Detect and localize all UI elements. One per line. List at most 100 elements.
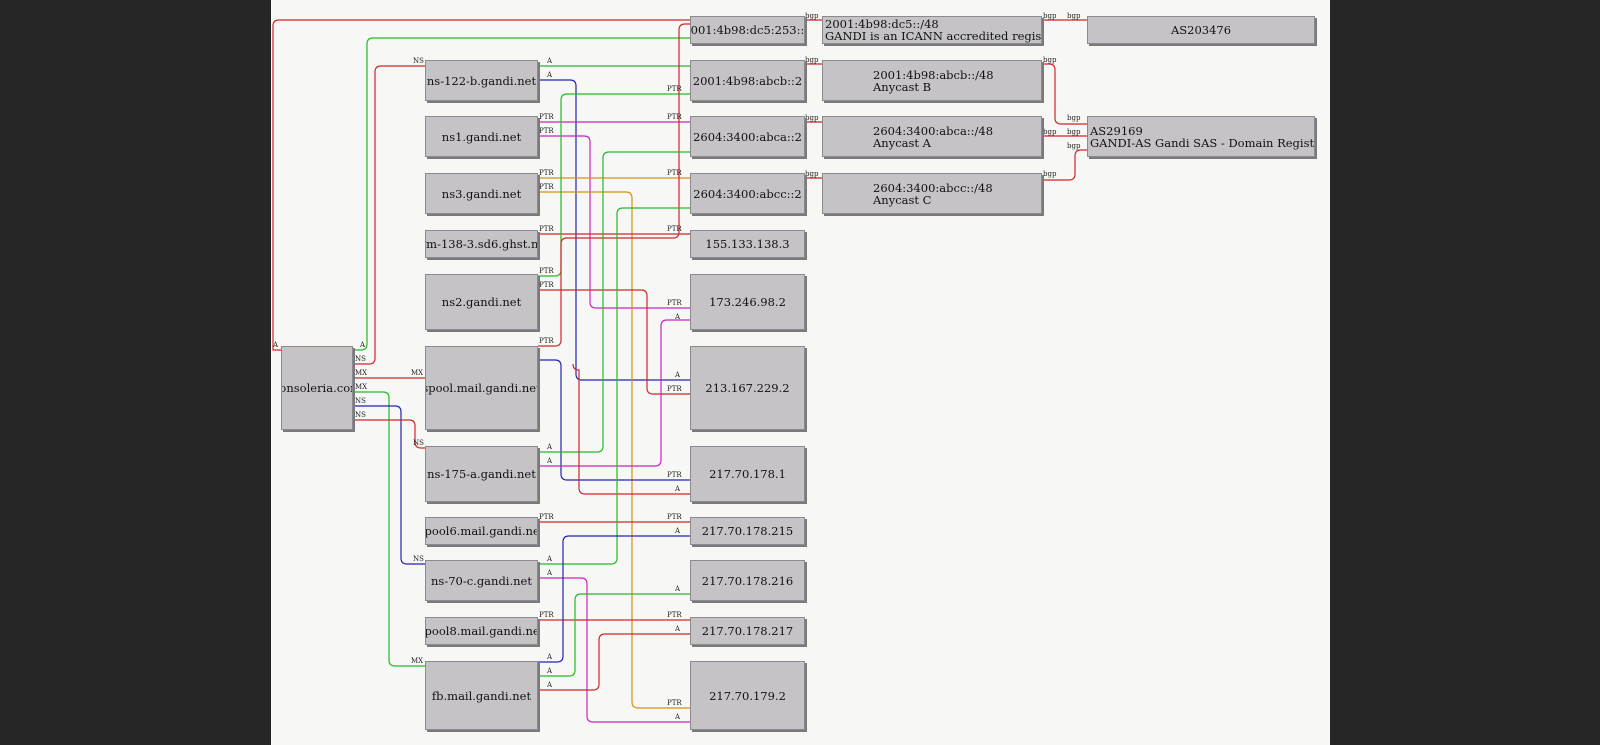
- label-ptr: PTR: [539, 267, 554, 275]
- node-ip-2604-3400-abcc-2[interactable]: 2604:3400:abcc::2: [690, 173, 805, 214]
- node-ns-70-c[interactable]: ns-70-c.gandi.net: [425, 560, 538, 601]
- node-label: 2604:3400:abca::/48: [873, 123, 994, 138]
- edge-ns175a-a-abca: [538, 151, 690, 453]
- label-a: A: [675, 713, 681, 721]
- node-spool-mail[interactable]: spool.mail.gandi.net: [425, 346, 538, 430]
- label-ptr: PTR: [539, 513, 554, 521]
- dns-graph-canvas: A A NS MX MX NS NS NS MX NS NS MX A A PT…: [271, 0, 1330, 745]
- edge-consoleria-mx-fb: [353, 391, 425, 667]
- node-spool8-mail[interactable]: spool8.mail.gandi.net: [425, 617, 538, 645]
- label-ns: NS: [355, 411, 366, 419]
- label-a: A: [675, 485, 681, 493]
- node-label: xvm-138-3.sd6.ghst.net: [426, 237, 538, 251]
- label-ns: NS: [355, 397, 366, 405]
- node-consoleria-com[interactable]: consoleria.com: [281, 346, 353, 430]
- edge-consoleria-a-ip-dc5: [272, 19, 690, 351]
- node-as29169[interactable]: AS29169 GANDI-AS Gandi SAS - Domain Regi…: [1087, 116, 1315, 157]
- node-prefix-2001-4b98-abcb[interactable]: 2001:4b98:abcb::/48 Anycast B: [822, 60, 1042, 101]
- label-ptr: PTR: [539, 127, 554, 135]
- label-a: A: [547, 569, 553, 577]
- node-label: 2604:3400:abcc::2: [693, 186, 802, 201]
- node-ns1[interactable]: ns1.gandi.net: [425, 116, 538, 157]
- node-label: spool6.mail.gandi.net: [425, 524, 537, 538]
- node-ip-155-133-138-3[interactable]: 155.133.138.3: [690, 230, 805, 258]
- label-a: A: [547, 71, 553, 79]
- node-prefix-2001-4b98-dc5[interactable]: 2001:4b98:dc5::/48 GANDI is an ICANN acc…: [822, 16, 1042, 44]
- label-mx: MX: [355, 383, 368, 391]
- edge-consoleria-ns-ns70c: [353, 405, 425, 565]
- label-bgp: bgp: [805, 114, 819, 122]
- node-label: 2001:4b98:dc5::/48: [825, 17, 939, 31]
- node-as203476[interactable]: AS203476: [1087, 16, 1315, 44]
- node-description: GANDI is an ICANN accredited registrar: [825, 29, 1042, 43]
- edge-consoleria-ns-ns122b: [353, 65, 425, 365]
- label-a: A: [675, 527, 681, 535]
- node-label: ns1.gandi.net: [441, 129, 522, 144]
- edge-ns1-ptr-173: [538, 135, 690, 309]
- node-label: AS203476: [1170, 23, 1232, 37]
- node-prefix-2604-3400-abca[interactable]: 2604:3400:abca::/48 Anycast A: [822, 116, 1042, 157]
- label-ns: NS: [413, 555, 424, 563]
- node-ip-217-70-179-2[interactable]: 217.70.179.2: [690, 661, 805, 730]
- node-xvm-138-3[interactable]: xvm-138-3.sd6.ghst.net: [425, 230, 538, 258]
- edge-ns70c-a-abcc: [538, 207, 690, 565]
- label-ptr: PTR: [539, 337, 554, 345]
- edge-layer: [272, 19, 1087, 723]
- node-label: spool8.mail.gandi.net: [425, 624, 537, 638]
- label-a: A: [547, 457, 553, 465]
- label-bgp: bgp: [805, 56, 819, 64]
- label-a: A: [547, 653, 553, 661]
- label-ptr: PTR: [667, 113, 682, 121]
- edge-bgp-pfxabcc-as29169: [1042, 149, 1087, 181]
- label-bgp: bgp: [805, 170, 819, 178]
- edge-consoleria-a-ip-dc5-green: [353, 37, 690, 351]
- edge-bgp-pfxabcb-as29169: [1042, 63, 1087, 125]
- label-bgp: bgp: [1043, 12, 1057, 20]
- label-bgp: bgp: [1067, 128, 1081, 136]
- node-spool6-mail[interactable]: spool6.mail.gandi.net: [425, 517, 538, 545]
- label-bgp: bgp: [1067, 142, 1081, 150]
- node-ip-2001-4b98-abcb-2[interactable]: 2001:4b98:abcb::2: [690, 60, 805, 101]
- node-fb-mail[interactable]: fb.mail.gandi.net: [425, 661, 538, 730]
- edge-ns2-ptr-abcb: [538, 93, 690, 277]
- node-label: 2604:3400:abcc::/48: [873, 180, 993, 195]
- label-ptr: PTR: [667, 699, 682, 707]
- label-a: A: [360, 341, 366, 349]
- node-label: ns-175-a.gandi.net: [427, 467, 536, 481]
- node-ip-173-246-98-2[interactable]: 173.246.98.2: [690, 274, 805, 330]
- node-label: 2001:4b98:abcb::/48: [873, 67, 994, 82]
- label-ns: NS: [413, 439, 424, 447]
- node-label: consoleria.com: [282, 381, 352, 395]
- node-ns3[interactable]: ns3.gandi.net: [425, 173, 538, 214]
- edge-spool-ptr-217-1: [538, 359, 690, 481]
- node-label: 217.70.178.217: [701, 624, 794, 638]
- label-a: A: [675, 313, 681, 321]
- node-ns2[interactable]: ns2.gandi.net: [425, 274, 538, 330]
- node-label: 2604:3400:abca::2: [693, 129, 802, 144]
- label-a: A: [675, 371, 681, 379]
- node-label: ns-122-b.gandi.net: [426, 73, 537, 88]
- node-description: GANDI-AS Gandi SAS - Domain Registrar an: [1090, 135, 1315, 150]
- edge-ns175a-a-217-1: [572, 363, 690, 495]
- label-mx: MX: [411, 657, 424, 665]
- label-bgp: bgp: [1067, 12, 1081, 20]
- node-ns-122-b[interactable]: ns-122-b.gandi.net: [425, 60, 538, 101]
- node-label: 2001:4b98:abcb::2: [692, 73, 803, 88]
- label-mx: MX: [411, 369, 424, 377]
- node-ip-217-70-178-216[interactable]: 217.70.178.216: [690, 560, 805, 601]
- node-ip-2604-3400-abca-2[interactable]: 2604:3400:abca::2: [690, 116, 805, 157]
- node-ip-217-70-178-215[interactable]: 217.70.178.215: [690, 517, 805, 545]
- label-ptr: PTR: [667, 169, 682, 177]
- label-a: A: [547, 57, 553, 65]
- node-prefix-2604-3400-abcc[interactable]: 2604:3400:abcc::/48 Anycast C: [822, 173, 1042, 214]
- node-ip-217-70-178-1[interactable]: 217.70.178.1: [690, 446, 805, 502]
- node-label: ns3.gandi.net: [441, 186, 522, 201]
- node-ns-175-a[interactable]: ns-175-a.gandi.net: [425, 446, 538, 502]
- node-ip-213-167-229-2[interactable]: 213.167.229.2: [690, 346, 805, 430]
- label-ns: NS: [355, 355, 366, 363]
- node-label: fb.mail.gandi.net: [431, 688, 532, 703]
- edge-fb-a-217-217: [538, 633, 690, 691]
- node-ip-2001-4b98-dc5-253-3[interactable]: 2001:4b98:dc5:253::3: [690, 16, 805, 44]
- node-ip-217-70-178-217[interactable]: 217.70.178.217: [690, 617, 805, 645]
- node-label: 217.70.179.2: [709, 688, 786, 703]
